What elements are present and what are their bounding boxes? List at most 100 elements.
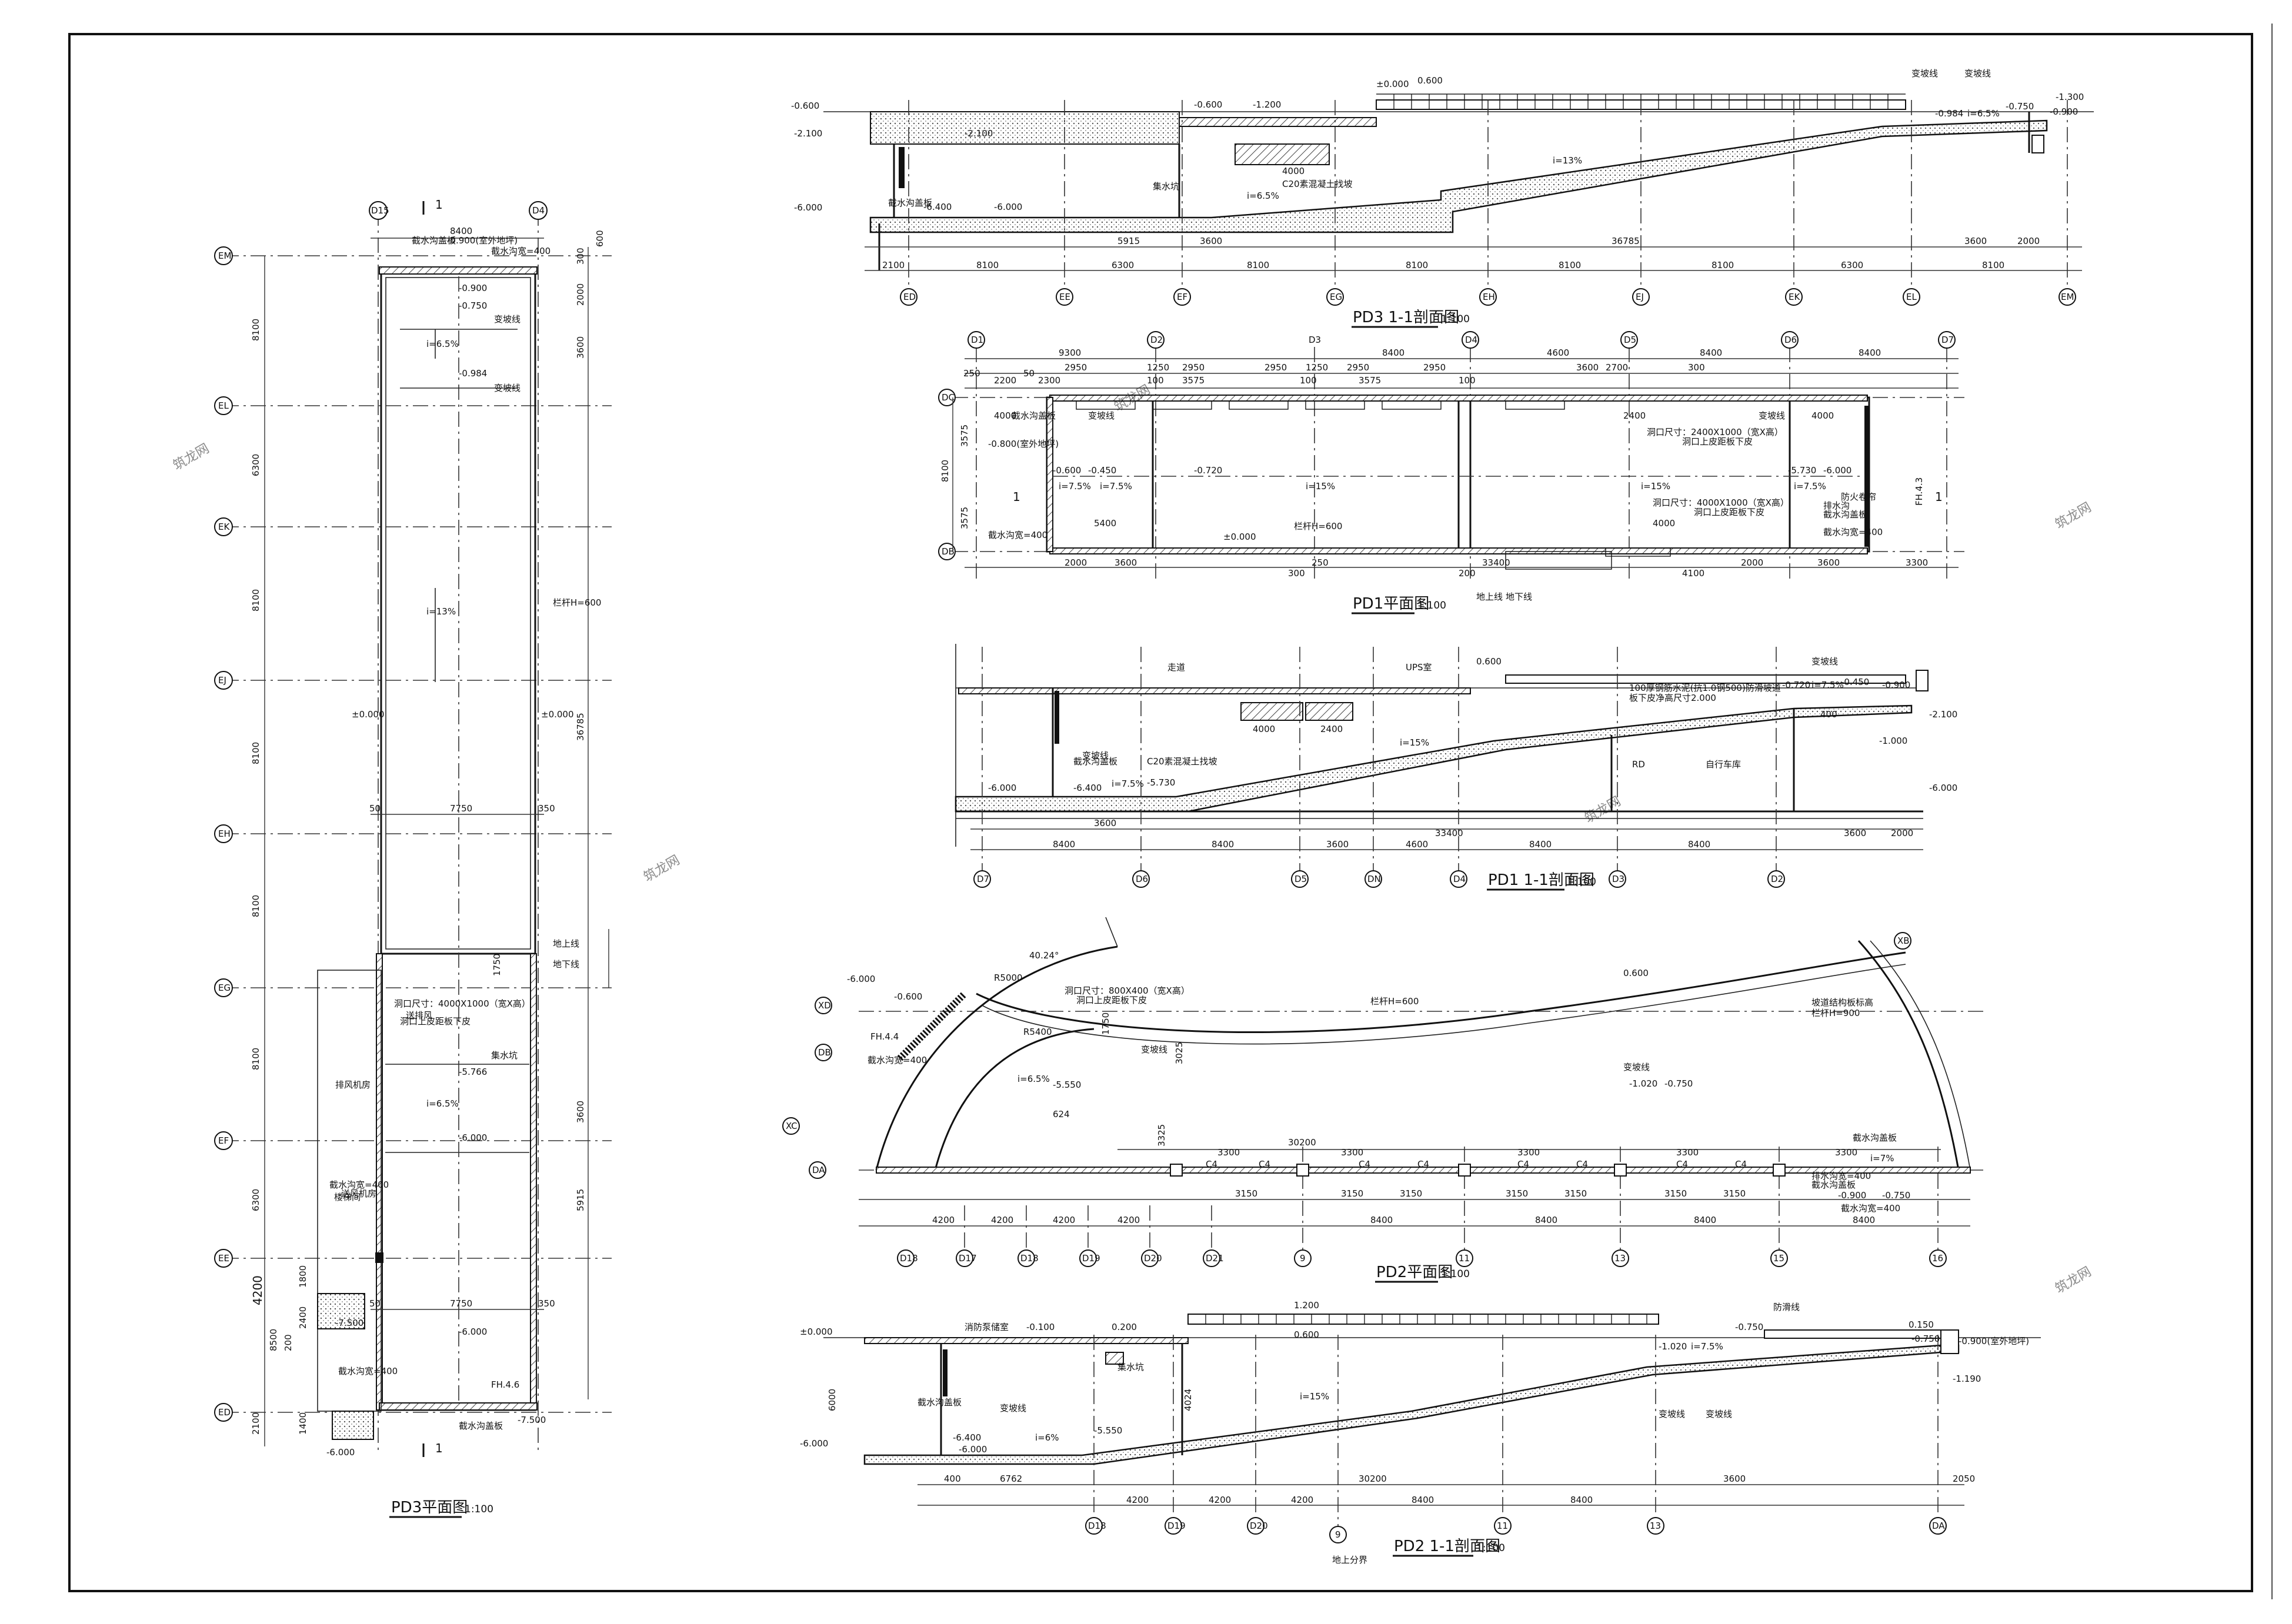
pd1-label: 洞口尺寸：2400X1000（宽X高） [1647, 427, 1783, 437]
section-mark: 1 [1935, 490, 1943, 504]
pd2-plan: D18 D17 D18 D19 D20 D21 9 11 13 15 16 XD… [782, 917, 1988, 1283]
pd2-label: 3325 [1156, 1124, 1167, 1147]
dim: 3600 [1200, 236, 1222, 246]
pd1-label: 5400 [1094, 518, 1116, 529]
section-label: 变坡线 [1082, 750, 1109, 761]
slope-label: i=7.5% [1112, 778, 1144, 789]
dim: 2950 [1182, 362, 1205, 373]
slope-label: i=6.5% [1247, 191, 1279, 201]
dim: 8400 [1570, 1495, 1593, 1505]
dim: 8100 [1712, 260, 1734, 270]
section-label: 地上分界 [1332, 1555, 1367, 1565]
grid-label-el: EL [218, 400, 229, 411]
section-label: 变坡线 [1964, 68, 1991, 79]
pd3-dim-left: 8100 [251, 589, 261, 611]
pd1-label: -0.450 [1088, 465, 1116, 476]
grid-label-ee: EE [218, 1253, 229, 1264]
pd1-label: 截水沟盖板 [1823, 509, 1867, 520]
elevation: -1.190 [1953, 1374, 1981, 1384]
pd2-label: 40.24° [1029, 950, 1059, 961]
grid-label: D19 [1082, 1253, 1100, 1264]
pd3-dim-top: 8400 [450, 226, 472, 236]
pd3-note: ±0.000 [541, 709, 574, 720]
pd2-label: i=6.5% [1017, 1074, 1050, 1084]
pd2-label: -0.750 [1664, 1078, 1693, 1089]
scale-label: 1:100 [1476, 1542, 1505, 1554]
dim: 8400 [1694, 1215, 1716, 1225]
pd3-note: -0.900 [459, 283, 487, 293]
dim: 8400 [1529, 839, 1552, 850]
section-mark: 1 [435, 198, 443, 212]
pd3-note: -6.000 [459, 1132, 487, 1143]
section-label: 截水沟盖板 [888, 198, 932, 208]
grid-label: D7 [977, 874, 989, 884]
grid-label: D19 [1167, 1521, 1186, 1531]
section-label: 变坡线 [1000, 1403, 1026, 1414]
pd2-label: 变坡线 [1141, 1044, 1167, 1055]
grid-label: EH [1483, 292, 1495, 302]
grid-label: 13 [1614, 1253, 1626, 1264]
pd3-dim-right: 3600 [575, 1101, 586, 1123]
grid-label: 15 [1773, 1253, 1784, 1264]
pd2-label: R5000 [994, 973, 1023, 983]
watermark-layer: 筑龙网 筑龙网 筑龙网 筑龙网 筑龙网 筑龙网 [171, 383, 2094, 1297]
pd3-note: 洞口上皮距板下皮 [400, 1016, 471, 1027]
column-tag: C4 [1359, 1159, 1370, 1169]
dim: 2000 [1891, 828, 1913, 838]
dim: 2950 [1065, 362, 1087, 373]
pd3-note: 楼梯间 [334, 1192, 361, 1202]
pd1-label: i=7.5% [1794, 481, 1826, 492]
section-label: C20素混凝土找坡 [1282, 179, 1353, 189]
elevation: 0.600 [1294, 1329, 1319, 1340]
dim: 2100 [882, 260, 905, 270]
grid-label: D17 [959, 1253, 977, 1264]
column-tag: C4 [1259, 1159, 1270, 1169]
pd3-dim-right: 600 [595, 230, 605, 247]
dim: 3575 [1359, 375, 1381, 386]
dim: 8400 [1859, 347, 1881, 358]
dim: 2000 [1741, 557, 1763, 568]
dim: 3600 [1326, 839, 1349, 850]
dim: 3600 [1723, 1473, 1746, 1484]
grid-label: DN [1367, 874, 1381, 884]
dim: 5915 [1117, 236, 1140, 246]
dim: 8100 [1247, 260, 1269, 270]
pd3-note: -7.500 [518, 1415, 546, 1425]
dim: 8100 [1982, 260, 2004, 270]
pd1-label: 4000 [1811, 410, 1834, 421]
pd1-section: D7 D6 D5 DN D4 D3 D2 3600 33400 3600 200… [955, 644, 1957, 891]
elevation: -0.750 [1911, 1334, 1940, 1344]
pd3-dim-right: 2000 [575, 283, 586, 306]
room-label: UPS室 [1406, 662, 1432, 673]
pd3-dim-left: 2100 [251, 1412, 261, 1435]
dim: 6300 [1112, 260, 1134, 270]
pd3-dim-left: 8100 [251, 319, 261, 341]
pd1-label: FH.4.3 [1914, 477, 1924, 506]
dim: 8400 [1535, 1215, 1557, 1225]
grid-label: D6 [1136, 874, 1148, 884]
pd3-note: 送风机房 [341, 1188, 376, 1199]
grid-label-ed: ED [218, 1407, 231, 1418]
dim: 4200 [932, 1215, 955, 1225]
pd1-label: -5.730 [1788, 465, 1816, 476]
grid-label: DC [942, 392, 955, 403]
slope-label: i=15% [1400, 737, 1429, 748]
watermark: 筑龙网 [1112, 383, 1153, 415]
pd1-label: 洞口尺寸：4000X1000（宽X高） [1653, 497, 1789, 508]
elevation: 1.200 [1294, 1300, 1319, 1311]
grid-label: EE [1059, 292, 1070, 302]
pd2-label: 截水沟盖板 [1811, 1179, 1856, 1190]
pd3-section-title: PD3 1-1剖面图 [1353, 309, 1459, 326]
room-label: RD [1632, 759, 1645, 770]
pd3-note: ±0.000 [352, 709, 385, 720]
pd1-label: 洞口上皮距板下皮 [1694, 507, 1764, 517]
pd1-label: 防火卷帘 [1841, 492, 1876, 502]
dim: 200 [1459, 568, 1476, 579]
dim: 8100 [1406, 260, 1428, 270]
dim: 4024 [1183, 1389, 1193, 1411]
pd2-label: 洞口尺寸：800X400（宽X高） [1065, 985, 1190, 996]
dim: 8400 [1412, 1495, 1434, 1505]
dim: 3150 [1723, 1188, 1746, 1199]
pd1-label: 地上线 [1476, 592, 1503, 602]
dim: 3300 [1517, 1147, 1540, 1158]
